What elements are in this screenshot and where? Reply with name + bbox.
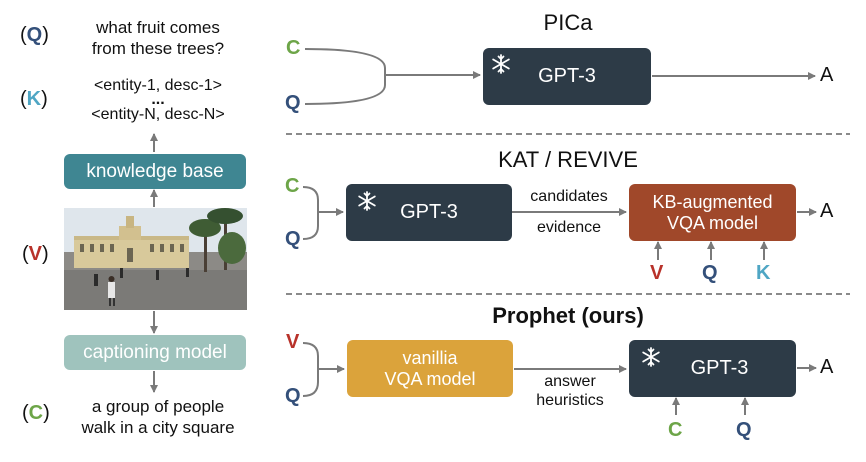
v-letter: V — [28, 243, 43, 265]
kat-edge-candidates: candidates — [530, 188, 608, 205]
kat-sub-k: K — [756, 262, 771, 284]
city-square-photo — [64, 208, 247, 310]
prophet-edge-heuristics: heuristics — [536, 392, 604, 409]
k-symbol: (K) — [20, 88, 48, 110]
question-line-2: from these trees? — [91, 39, 225, 58]
prophet-sub-c: C — [668, 419, 683, 441]
question-text: what fruit comes from these trees? — [58, 17, 258, 59]
prophet-edge-answer: answer — [544, 373, 596, 390]
prophet-input-q: Q — [285, 385, 301, 407]
kat-gpt3-box: GPT-3 — [346, 184, 512, 241]
pica-merge-q — [304, 75, 386, 105]
kat-input-c: C — [285, 175, 300, 197]
prophet-input-v: V — [286, 331, 300, 353]
v-symbol: (V) — [22, 243, 49, 265]
knowledge-base-box: knowledge base — [64, 154, 246, 189]
q-symbol: (Q) — [20, 24, 49, 46]
vanilla-vqa-line-2: VQA model — [384, 368, 476, 389]
pica-gpt3-box: GPT-3 — [483, 48, 651, 105]
kat-sub-q: Q — [702, 262, 718, 284]
pica-input-q: Q — [285, 92, 301, 114]
prophet-merge-q — [302, 369, 319, 397]
prophet-title: Prophet (ours) — [492, 303, 644, 328]
caption-text: a group of people walk in a city square — [58, 396, 258, 438]
pica-input-c: C — [286, 37, 301, 59]
prophet-merge-v — [302, 342, 319, 369]
prophet-output-a: A — [820, 356, 834, 378]
q-letter: Q — [26, 24, 43, 46]
pica-gpt3-label: GPT-3 — [538, 65, 596, 87]
caption-line-1: a group of people — [91, 397, 225, 416]
pica-output-a: A — [820, 64, 834, 86]
prophet-sub-q: Q — [736, 419, 752, 441]
kat-merge-c — [302, 186, 319, 212]
pica-title: PICa — [543, 10, 593, 35]
c-symbol: (C) — [22, 402, 50, 424]
vanilla-vqa-line-1: vanillia — [402, 347, 458, 368]
kat-edge-evidence: evidence — [536, 219, 602, 236]
vanilla-vqa-box: vanillia VQA model — [347, 340, 513, 397]
frozen-snowflake-icon — [358, 191, 376, 211]
kb-augmented-line-1: KB-augmented — [652, 191, 773, 212]
input-image — [64, 208, 247, 310]
entity-ellipsis: ... — [151, 91, 165, 108]
prophet-gpt3-box: GPT-3 — [629, 340, 796, 397]
frozen-snowflake-icon — [492, 54, 510, 74]
kat-input-q: Q — [285, 228, 301, 250]
captioning-model-box: captioning model — [64, 335, 246, 370]
entity-n: <entity-N, desc-N> — [91, 106, 225, 123]
k-letter: K — [26, 88, 42, 110]
prophet-gpt3-label: GPT-3 — [690, 357, 749, 379]
frozen-snowflake-icon — [642, 347, 660, 367]
kat-gpt3-label: GPT-3 — [400, 201, 458, 223]
kb-augmented-vqa-box: KB-augmented VQA model — [629, 184, 796, 241]
entity-1: <entity-1, desc-1> — [93, 77, 223, 94]
entity-list: <entity-1, desc-1> ... <entity-N, desc-N… — [58, 76, 258, 124]
kat-merge-q — [302, 212, 319, 240]
kb-augmented-line-2: VQA model — [666, 212, 759, 233]
kat-output-a: A — [820, 200, 834, 222]
kat-sub-v: V — [650, 262, 664, 284]
caption-line-2: walk in a city square — [81, 418, 235, 437]
question-line-1: what fruit comes — [96, 18, 220, 37]
c-letter: C — [28, 402, 44, 424]
kat-title: KAT / REVIVE — [498, 147, 638, 172]
prophet-edge-label: answer heuristics — [514, 372, 626, 410]
pica-merge-c — [304, 48, 386, 75]
